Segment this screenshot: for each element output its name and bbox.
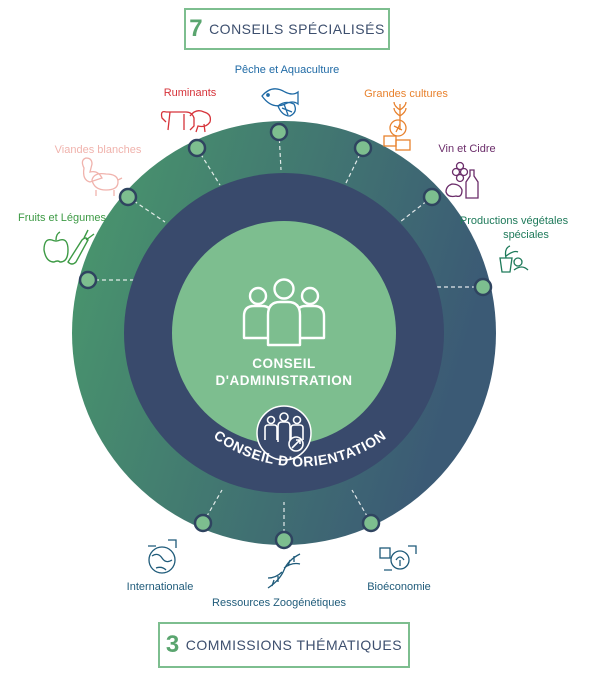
commission-node-zoogenetic[interactable] [274,530,294,550]
board-title-line1: CONSEIL [252,356,316,371]
council-label-white-meat: Viandes blanches [55,144,142,156]
commission-label-international: Internationale [127,581,194,593]
council-nodes [78,122,493,550]
council-label-wine: Vin et Cidre [438,143,495,155]
specialized-councils-title: CONSEILS SPÉCIALISÉS [209,21,385,37]
commission-label-zoogenetic: Ressources Zoogénétiques [212,597,346,609]
thematic-commissions-box: 3 COMMISSIONS THÉMATIQUES [158,622,410,668]
thematic-commissions-count: 3 [165,631,180,658]
poultry-pig-icon [81,157,123,196]
council-node-special-plants[interactable] [473,277,493,297]
dna-icon [267,553,301,589]
commission-label-bioeconomy: Bioéconomie [367,581,431,593]
council-label-fruits: Fruits et Légumes [18,212,107,224]
specialized-councils-count: 7 [189,15,204,42]
board-title-line2: D'ADMINISTRATION [216,373,353,388]
council-node-wine[interactable] [422,187,442,207]
globe-icon [148,539,177,574]
council-label-ruminants: Ruminants [164,87,217,99]
bioeconomy-icon [379,545,417,571]
specialized-councils-box: 7 CONSEILS SPÉCIALISÉS [184,8,390,50]
commission-node-bioeconomy[interactable] [361,513,381,533]
council-label-special-plants-1: Productions végétales [460,215,569,227]
fruit-vegetable-icon [43,229,95,265]
council-node-ruminants[interactable] [187,138,207,158]
council-label-special-plants-2: spéciales [503,229,549,241]
special-plants-icon [499,245,529,273]
council-node-crops[interactable] [353,138,373,158]
board-people-icon [242,278,326,347]
council-node-fruits[interactable] [78,270,98,290]
council-node-fishing[interactable] [269,122,289,142]
grain-crops-icon [383,101,411,151]
commission-node-international[interactable] [193,513,213,533]
council-label-fishing: Pêche et Aquaculture [235,64,340,76]
wine-cider-icon [445,161,479,199]
council-label-crops: Grandes cultures [364,88,448,100]
council-node-white-meat[interactable] [118,187,138,207]
thematic-commissions-title: COMMISSIONS THÉMATIQUES [185,637,403,653]
fish-shell-icon [261,88,299,117]
cow-sheep-icon [160,110,212,133]
orientation-people-icon [264,412,304,452]
